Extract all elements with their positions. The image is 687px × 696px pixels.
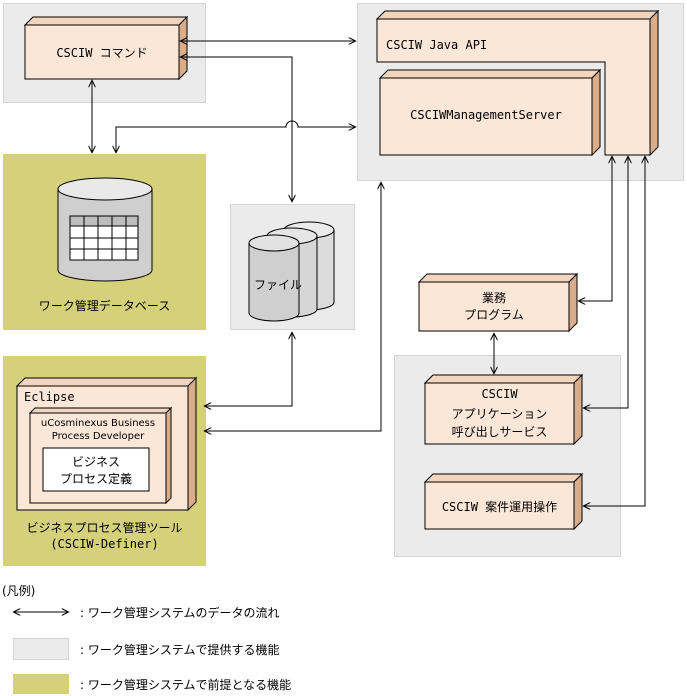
legend-item-provided: : ワーク管理システムで提供する機能 (80, 643, 280, 657)
management-server-label: CSCIWManagementServer (410, 108, 562, 122)
case-operation-box (423, 472, 584, 531)
legend-title: (凡例) (2, 584, 36, 598)
business-program-box (417, 272, 579, 333)
app-call-service-label-3: 呼び出しサービス (451, 425, 548, 439)
connectors (92, 41, 645, 506)
command-box (23, 15, 189, 81)
bp-definition-label-2: プロセス定義 (59, 472, 132, 486)
bp-tool-label-2: (CSCIW-Definer) (50, 537, 159, 551)
java-api-label: CSCIW Java API (386, 38, 488, 52)
legend-item-prerequisite: : ワーク管理システムで前提となる機能 (80, 678, 292, 692)
bp-tool-label-1: ビジネスプロセス管理ツール (26, 521, 183, 535)
business-program-label-1: 業務 (481, 291, 506, 305)
bp-definition-label-1: ビジネス (71, 455, 120, 469)
app-call-service-label-1: CSCIW (481, 387, 518, 401)
file-cylinders (248, 221, 335, 322)
legend-gray-swatch (13, 638, 69, 660)
java-api-box (375, 9, 660, 157)
bp-definition-box (42, 447, 150, 492)
app-call-service-label-2: アプリケーション (451, 407, 548, 421)
command-label: CSCIW コマンド (56, 46, 148, 60)
app-call-service-box (423, 373, 584, 446)
workflow-db-label: ワーク管理データベース (38, 299, 171, 313)
legend-item-flow: : ワーク管理システムのデータの流れ (80, 606, 280, 620)
legend-olive-swatch (13, 674, 69, 694)
file-label: ファイル (254, 278, 303, 292)
business-program-label-2: プログラム (464, 308, 524, 322)
eclipse-label: Eclipse (24, 390, 75, 404)
case-operation-label: CSCIW 案件運用操作 (441, 500, 558, 514)
ucosminexus-label-2: Process Developer (51, 431, 145, 442)
ucosminexus-label-1: uCosminexus Business (40, 418, 156, 429)
database-cylinder (57, 177, 153, 282)
management-server-box (378, 68, 602, 157)
